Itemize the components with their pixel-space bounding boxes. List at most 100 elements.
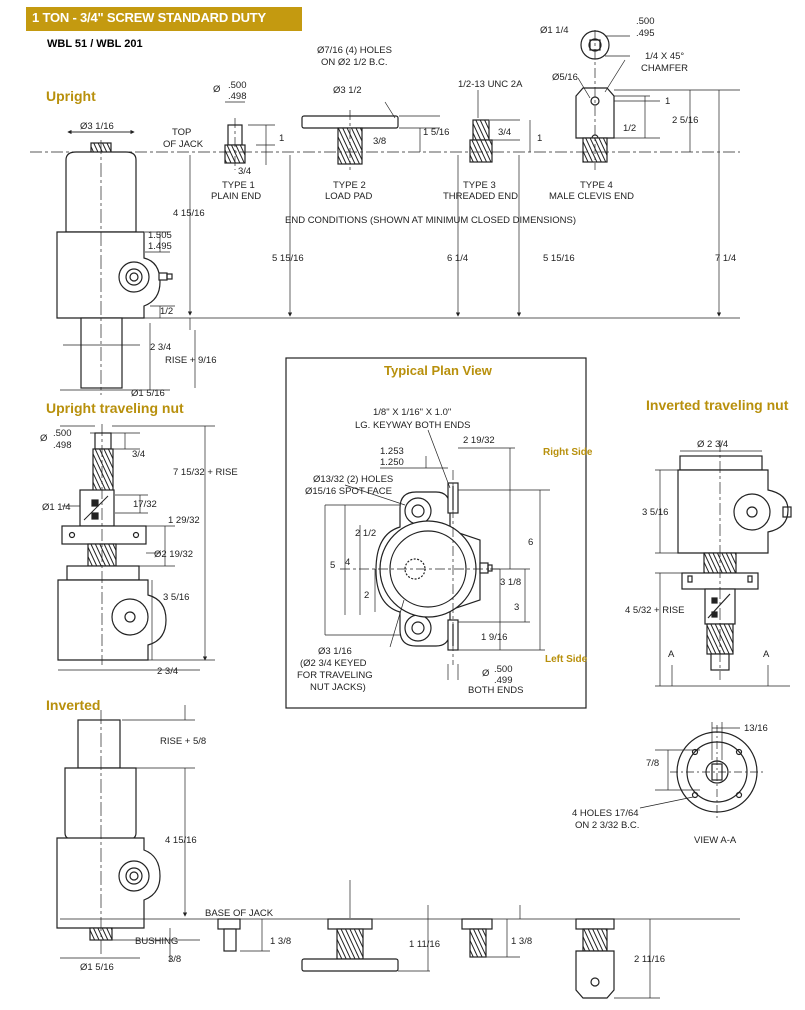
utn-3-4: 3/4 [132,449,145,460]
upright-height: 4 15/16 [173,208,205,219]
plan-1250: 1.250 [380,457,404,468]
plan-2: 2 [364,590,369,601]
inverted-type2-end [301,905,430,972]
rise-label: RISE + 9/16 [165,355,217,366]
t2-3-8: 3/8 [373,136,386,147]
plan-holes-2: Ø15/16 SPOT FACE [305,486,392,497]
left-side-label: Left Side [545,654,588,665]
base-of-jack-label: BASE OF JACK [205,908,274,919]
view-aa-13-16: 13/16 [744,723,768,734]
itn-4-5-32: 4 5/32 + RISE [625,605,684,616]
plan-500: .500 [494,664,513,675]
inverted-jack-body [56,710,161,955]
plan-keyway-1: 1/8" X 1/16" X 1.0" [373,407,451,418]
dim-half: 1/2 [160,306,173,317]
utn-1-29-32: 1 29/32 [168,515,200,526]
t1-dim-1: 1 [279,133,284,144]
plan-dia-3-1-16: Ø3 1/16 [318,646,352,657]
utn-500: .500 [53,428,72,439]
upright-traveling-nut-drawing [57,424,167,665]
view-aa-dimension-lines [639,722,740,809]
t2-dia: Ø3 1/2 [333,85,362,96]
t2-holes-2: ON Ø2 1/2 B.C. [321,57,388,68]
type3-name: THREADED END [443,191,518,202]
type1-plain-end [224,118,246,170]
inv-3-8: 3/8 [168,954,181,965]
plan-view-drawing [340,470,500,665]
itn-dia-2-3-4: Ø 2 3/4 [697,439,728,450]
utn-7-15-32: 7 15/32 + RISE [173,467,238,478]
plan-view-title: Typical Plan View [384,363,493,378]
t3-1: 1 [537,133,542,144]
view-aa-caption: VIEW A-A [694,835,737,846]
inv-4-15-16: 4 15/16 [165,835,197,846]
inverted-type4-end [575,918,660,999]
plan-view-box [285,357,587,709]
upright-dimension-lines [30,35,740,391]
utn-dia: Ø [40,433,48,444]
t1-498: .498 [228,91,247,102]
utn-dimension-lines [58,425,215,671]
view-aa-holes-2: ON 2 3/32 B.C. [575,820,639,831]
plan-2-1-2: 2 1/2 [355,528,376,539]
plan-4: 4 [345,557,350,568]
dim-2-3-4: 2 3/4 [150,342,171,353]
plan-dimension-lines [324,429,550,680]
plan-1253: 1.253 [380,446,404,457]
plan-both-ends: BOTH ENDS [468,685,523,696]
plan-499: .499 [494,675,513,686]
t4-1: 1 [665,96,670,107]
t3-3-4: 3/4 [498,127,511,138]
top-of-jack-label-2: OF JACK [163,139,204,150]
t4-495: .495 [636,28,655,39]
plan-keyed-1: (Ø2 3/4 KEYED [300,658,367,669]
section-inverted-traveling-nut: Inverted traveling nut [646,397,789,413]
itn-dimension-lines [655,450,790,687]
utn-17-32: 17/32 [133,499,157,510]
upright-jack-body [56,140,173,395]
section-inverted: Inverted [46,697,101,713]
plan-1-9-16: 1 9/16 [481,632,507,643]
t2-1-5-16: 1 5/16 [423,127,449,138]
plan-dia: Ø [482,668,490,679]
plan-holes-1: Ø13/32 (2) HOLES [313,474,393,485]
dim-1505: 1.505 [148,230,172,241]
title: 1 TON - 3/4" SCREW STANDARD DUTY [32,10,267,25]
type1-label: TYPE 1 [222,180,255,191]
utn-2-3-4: 2 3/4 [157,666,178,677]
model-numbers: WBL 51 / WBL 201 [47,38,143,50]
type2-name: LOAD PAD [325,191,372,202]
type4-label: TYPE 4 [580,180,613,191]
inverted-type3-end [461,905,521,958]
section-a-left: A [668,649,675,660]
t4-500: .500 [636,16,655,27]
view-aa-holes-1: 4 HOLES 17/64 [572,808,639,819]
dim-7-1-4: 7 1/4 [715,253,736,264]
t1-dim-3-4: 3/4 [238,166,251,177]
dim-1495: 1.495 [148,241,172,252]
plan-3-1-8: 3 1/8 [500,577,521,588]
itn-3-5-16: 3 5/16 [642,507,668,518]
inv-2-11-16: 2 11/16 [634,954,665,965]
plan-keyed-3: NUT JACKS) [310,682,366,693]
t4-chamfer-1: 1/4 X 45° [645,51,684,62]
utn-498: .498 [53,440,72,451]
type3-label: TYPE 3 [463,180,496,191]
inv-rise: RISE + 5/8 [160,736,206,747]
inv-1-11-16: 1 11/16 [409,939,440,950]
top-of-jack-label-1: TOP [172,127,191,138]
plan-2-19-32: 2 19/32 [463,435,495,446]
t2-holes-1: Ø7/16 (4) HOLES [317,45,392,56]
type2-load-pad [301,110,399,170]
t4-chamfer-2: CHAMFER [641,63,688,74]
inverted-traveling-nut-drawing [677,440,792,680]
view-aa-7-8: 7/8 [646,758,659,769]
right-side-label: Right Side [543,447,593,458]
type4-name: MALE CLEVIS END [549,191,634,202]
plan-5: 5 [330,560,335,571]
title-bar: 1 TON - 3/4" SCREW STANDARD DUTY [26,7,302,31]
inverted-dimension-lines [60,705,740,962]
utn-3-5-16: 3 5/16 [163,592,189,603]
view-aa-drawing [670,725,765,820]
